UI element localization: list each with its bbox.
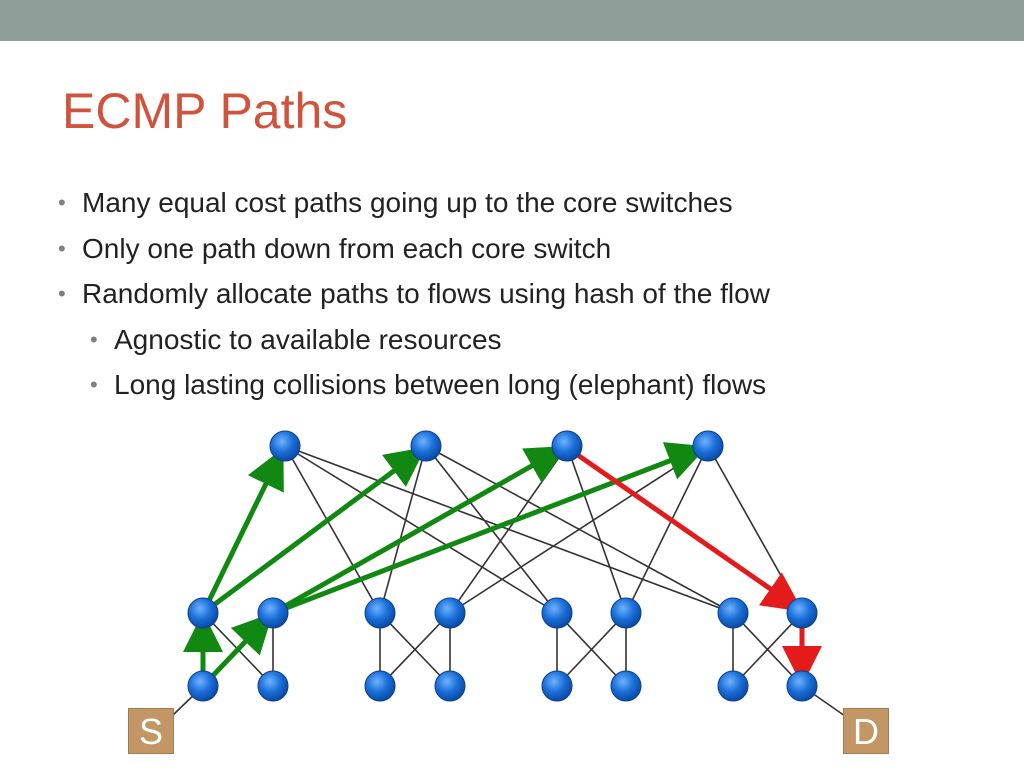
core-switch-node [410,430,442,462]
network-link [707,445,803,614]
bullet-text: Randomly allocate paths to flows using h… [82,278,770,310]
core-switch-node [269,430,301,462]
switch-node-layer [187,430,818,702]
aggregation-switch-node [717,597,749,629]
network-link [379,612,451,687]
slide-title: ECMP Paths [62,83,348,139]
topology-svg [171,430,846,717]
bullet-text: Long lasting collisions between long (el… [114,369,767,401]
aggregation-switch-node [187,597,219,629]
bullet-item: • Many equal cost paths going up to the … [58,186,998,220]
core-switch-node [551,430,583,462]
aggregation-switch-node [541,597,573,629]
flow-path-layer [183,442,822,689]
aggregation-switch-node [364,597,396,629]
up-path-arrow [270,446,567,616]
network-link [449,445,568,614]
bullet-item: • Only one path down from each core swit… [58,232,998,266]
network-topology-diagram: S D [0,410,1024,768]
edge-switch-node [610,670,642,702]
down-path-arrow [569,448,804,612]
edge-switch-node [541,670,573,702]
source-host-label: S [128,708,174,754]
sub-bullet-item: • Agnostic to available resources [58,323,998,357]
edge-switch-node [786,670,818,702]
edge-switch-node [434,670,466,702]
edge-switch-node [717,670,749,702]
edge-switch-node [364,670,396,702]
aggregation-switch-node [257,597,289,629]
bullet-list: • Many equal cost paths going up to the … [58,186,998,414]
up-path-arrow [270,442,708,616]
network-link [284,445,381,614]
bullet-text: Only one path down from each core switch [82,232,612,264]
bullet-text: Agnostic to available resources [114,323,502,355]
bullet-dot-icon: • [58,281,66,307]
aggregation-switch-node [610,597,642,629]
network-link [566,445,627,614]
bullet-dot-icon: • [90,326,98,352]
bullet-item: • Randomly allocate paths to flows using… [58,277,998,311]
sub-bullet-item: • Long lasting collisions between long (… [58,368,998,402]
network-link [556,612,627,687]
aggregation-switch-node [786,597,818,629]
bullet-dot-icon: • [58,190,66,215]
bullet-dot-icon: • [58,235,66,261]
up-path-arrow [200,447,427,616]
network-link [732,612,803,687]
edge-switch-node [187,670,219,702]
edge-switch-node [257,670,289,702]
core-switch-node [692,430,724,462]
bullet-dot-icon: • [90,372,98,398]
aggregation-switch-node [434,597,466,629]
up-path-arrow [200,448,284,616]
bullet-text: Many equal cost paths going up to the co… [82,187,733,218]
top-banner [0,0,1024,41]
destination-host-label: D [843,708,889,754]
